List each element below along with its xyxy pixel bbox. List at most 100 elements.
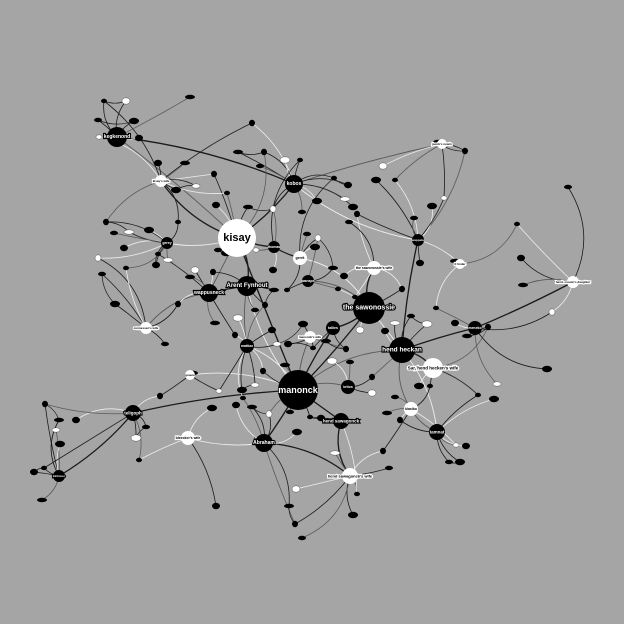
- minor-node: [542, 365, 552, 373]
- node-circle: [367, 261, 381, 275]
- minor-node: [103, 218, 109, 226]
- edge-minor: [382, 143, 443, 167]
- node-circle: [404, 402, 418, 416]
- minor-node: [292, 520, 298, 528]
- minor-node: [382, 410, 392, 416]
- node-circle: [326, 321, 340, 335]
- minor-node: [120, 244, 128, 252]
- minor-node: [224, 190, 230, 196]
- minor-node: [191, 183, 201, 189]
- edge-kobos-wapp: [293, 183, 419, 241]
- node-kiasiko: kiasiko: [404, 402, 418, 416]
- minor-node: [369, 373, 375, 381]
- edge-minor: [160, 180, 228, 194]
- minor-node: [261, 148, 267, 156]
- minor-node: [340, 272, 348, 280]
- minor-node: [392, 177, 398, 183]
- minor-node: [211, 170, 217, 178]
- minor-node: [410, 215, 418, 221]
- minor-node: [517, 254, 525, 262]
- minor-node: [414, 382, 424, 390]
- node-circle: [140, 322, 152, 334]
- minor-node: [101, 98, 107, 104]
- node-circle: [412, 234, 424, 246]
- minor-node: [514, 221, 520, 227]
- edge-minor: [394, 179, 419, 241]
- minor-node: [427, 383, 433, 389]
- minor-node: [233, 149, 243, 155]
- edge-minor: [301, 475, 351, 539]
- node-kobos: kobos: [285, 175, 303, 193]
- minor-node: [250, 382, 260, 388]
- node-circle: [567, 276, 579, 288]
- minor-node: [251, 307, 259, 313]
- edge-minor: [417, 150, 466, 241]
- minor-node: [455, 458, 465, 466]
- minor-node: [445, 459, 453, 465]
- minor-node: [190, 266, 200, 274]
- edge-minor: [43, 412, 134, 469]
- minor-node: [54, 417, 64, 423]
- minor-node: [518, 282, 528, 288]
- node-circle: [237, 276, 257, 296]
- minor-node: [175, 300, 181, 308]
- node-circle: [278, 370, 318, 410]
- minor-node: [94, 117, 102, 123]
- minor-node: [397, 416, 403, 424]
- node-kritos: kritos: [341, 380, 355, 394]
- minor-node: [564, 184, 572, 190]
- minor-node: [98, 271, 106, 277]
- minor-node: [55, 440, 65, 448]
- minor-node: [317, 414, 325, 422]
- minor-node: [123, 265, 129, 271]
- minor-node: [451, 319, 459, 327]
- minor-node: [298, 209, 306, 215]
- minor-node: [462, 333, 472, 339]
- minor-node: [310, 345, 316, 351]
- minor-node: [378, 162, 388, 170]
- minor-node: [243, 204, 253, 210]
- minor-node: [237, 386, 247, 394]
- edge-minor: [105, 221, 168, 244]
- node-circle: [268, 241, 280, 253]
- minor-node: [207, 404, 217, 412]
- node-tallies: tallies: [326, 321, 340, 335]
- minor-node: [399, 285, 405, 293]
- node-circle: [155, 175, 167, 187]
- minor-node: [95, 134, 103, 140]
- node-meneko: meneko: [468, 321, 482, 335]
- minor-node: [110, 300, 120, 308]
- minor-node: [343, 345, 349, 353]
- minor-node: [346, 359, 354, 365]
- minor-node: [269, 205, 277, 213]
- minor-node: [30, 468, 38, 476]
- edge-minor: [567, 186, 585, 283]
- minor-node: [462, 442, 470, 450]
- edge-minor: [98, 136, 162, 182]
- minor-node: [232, 401, 240, 409]
- minor-node: [348, 203, 358, 211]
- minor-node: [123, 229, 135, 235]
- minor-node: [344, 181, 352, 189]
- minor-node: [380, 447, 386, 455]
- minor-node: [210, 320, 220, 326]
- minor-node: [41, 465, 47, 471]
- minor-node: [329, 450, 341, 456]
- minor-node: [489, 395, 499, 403]
- minor-node: [247, 404, 257, 410]
- minor-node: [37, 497, 47, 503]
- minor-node: [427, 202, 437, 210]
- minor-node: [269, 266, 277, 274]
- minor-node: [355, 326, 365, 334]
- edge-minor: [474, 327, 548, 370]
- minor-node: [548, 308, 556, 316]
- node-circle: [53, 470, 65, 482]
- minor-node: [262, 301, 268, 309]
- minor-node: [272, 341, 282, 347]
- minor-node: [297, 157, 303, 163]
- edge-minor: [356, 213, 419, 241]
- minor-node: [292, 428, 302, 436]
- node-circle: [125, 405, 141, 421]
- node-circle: [333, 413, 349, 429]
- node-gerey: gerey: [161, 237, 173, 249]
